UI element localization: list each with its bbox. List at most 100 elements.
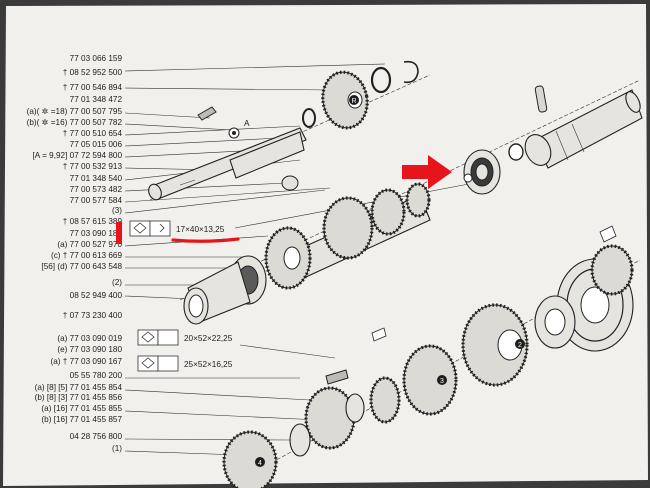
- callout-label: [56] (d) 77 00 643 548: [41, 262, 122, 271]
- input-shaft: [148, 127, 307, 201]
- callout-label: (a) 77 00 527 970: [57, 240, 122, 249]
- callout-prefix: (a) [8] [5]: [35, 383, 70, 392]
- callout-prefix: (b) [16]: [41, 415, 69, 424]
- bearing-box-1: 17×40×13,25: [129, 220, 225, 237]
- red-side-marker: [116, 222, 122, 244]
- callout-part-number: 08 52 949 400: [70, 291, 123, 300]
- callout-part-number: 77 03 090 019: [70, 334, 123, 343]
- callout-part-number: 77 00 510 654: [70, 129, 123, 138]
- callout-part-number: 77 00 546 894: [70, 83, 123, 92]
- callout-label: 77 05 015 006: [70, 140, 123, 149]
- callout-label: (a)( ✲ =18) 77 00 507 795: [27, 107, 123, 116]
- gear-mark-r: R: [351, 98, 356, 105]
- callout-label: † 77 00 532 913: [63, 162, 123, 171]
- layshaft-cluster: [264, 182, 431, 290]
- mainshaft-gears: 2 3 4: [222, 303, 529, 488]
- callout-part-number: 77 03 090 180: [70, 345, 123, 354]
- callout-label: (2): [112, 278, 122, 287]
- callout-part-number: 05 55 780 200: [70, 371, 123, 380]
- callout-label: (a) [8] [5] 77 01 455 854: [35, 383, 123, 392]
- callout-label: † 07 73 230 400: [63, 311, 123, 320]
- callout-part-number: 77 01 455 854: [70, 383, 123, 392]
- red-arrow-icon: [402, 155, 452, 189]
- callout-label: 77 03 066 159: [70, 54, 123, 63]
- gear-mark-4: 4: [258, 460, 262, 467]
- callout-label: (b) [16] 77 01 455 857: [41, 415, 122, 424]
- bearing-size-1: 17×40×13,25: [176, 225, 225, 234]
- callout-prefix: (a): [57, 240, 69, 249]
- callout-part-number: 77 00 643 548: [70, 262, 123, 271]
- callout-label: † 77 00 510 654: [63, 129, 123, 138]
- leader-lines: [124, 63, 491, 456]
- callout-label: (a) 77 03 090 019: [57, 334, 122, 343]
- callout-part-number: 77 00 573 482: [70, 185, 123, 194]
- callout-part-number: 77 01 348 540: [70, 174, 123, 183]
- callout-part-number: 77 00 613 669: [70, 251, 123, 260]
- callout-prefix: (a) [16]: [41, 404, 69, 413]
- bearing-size-3: 25×52×16,25: [184, 360, 233, 369]
- callout-part-number: 08 52 952 500: [70, 68, 123, 77]
- callout-label: (a) [16] 77 01 455 855: [41, 404, 122, 413]
- callout-part-number: (3): [112, 206, 122, 215]
- callout-prefix: †: [63, 129, 70, 138]
- callout-label: 77 01 348 472: [70, 95, 123, 104]
- callout-label: [A = 9,92] 07 72 594 800: [33, 151, 123, 160]
- callout-label: (e) 77 03 090 180: [57, 345, 122, 354]
- layshaft-rear-bearings: [183, 255, 267, 325]
- callout-part-number: 07 73 230 400: [70, 311, 123, 320]
- reverse-gear: R: [321, 70, 369, 130]
- bearing-box-3: 25×52×16,25: [137, 355, 233, 372]
- callout-prefix: (a) †: [51, 357, 70, 366]
- output-shaft: [508, 85, 643, 169]
- callout-prefix: (b) [8] [3]: [35, 393, 70, 402]
- callout-part-number: 08 57 615 389: [70, 217, 123, 226]
- callout-prefix: [56] (d): [41, 262, 69, 271]
- callout-part-number: (1): [112, 444, 122, 453]
- callout-prefix: [A = 9,92]: [33, 151, 70, 160]
- callout-label: 77 00 577 584: [70, 196, 123, 205]
- callout-part-number: 77 03 090 167: [70, 357, 123, 366]
- callout-part-number: 07 72 594 800: [70, 151, 123, 160]
- callout-label: (b) [8] [3] 77 01 455 856: [35, 393, 123, 402]
- callout-prefix: (a): [57, 334, 69, 343]
- callout-part-number: 77 01 455 856: [70, 393, 123, 402]
- callout-label: † 08 57 615 389: [63, 217, 123, 226]
- callout-label: (3): [112, 206, 122, 215]
- callout-prefix: (c) †: [51, 251, 70, 260]
- callout-part-number: (2): [112, 278, 122, 287]
- callout-part-number: 77 01 455 857: [70, 415, 123, 424]
- callout-part-number: 77 01 348 472: [70, 95, 123, 104]
- callout-prefix: (e): [57, 345, 69, 354]
- callout-part-number: 77 03 066 159: [70, 54, 123, 63]
- callout-prefix: †: [63, 68, 70, 77]
- callout-prefix: †: [63, 311, 70, 320]
- callout-part-number: 77 00 507 795: [70, 107, 123, 116]
- callout-label: † 77 00 546 894: [63, 83, 123, 92]
- callout-part-number: 77 03 090 182: [70, 229, 123, 238]
- callout-label: 77 00 573 482: [70, 185, 123, 194]
- callout-label: (c) † 77 00 613 669: [51, 251, 122, 260]
- callout-part-number: 77 05 015 006: [70, 140, 123, 149]
- dimension-label: A: [244, 119, 250, 128]
- bearing-size-2: 20×52×22,25: [184, 334, 233, 343]
- callout-part-number: 77 00 507 782: [70, 118, 123, 127]
- callout-part-number: 77 00 577 584: [70, 196, 123, 205]
- callout-label: 77 01 348 540: [70, 174, 123, 183]
- callout-part-number: 77 00 532 913: [70, 162, 123, 171]
- gear-mark-2: 2: [518, 342, 522, 349]
- callout-part-number: 77 01 455 855: [70, 404, 123, 413]
- callout-part-number: 77 00 527 970: [70, 240, 123, 249]
- callout-label: 05 55 780 200: [70, 371, 123, 380]
- callout-prefix: (b)( ✲ =16): [27, 118, 70, 127]
- gear-mark-3: 3: [440, 378, 444, 385]
- callout-label: 77 03 090 182: [70, 229, 123, 238]
- circlips: [302, 60, 419, 128]
- synchro-assembly: [325, 225, 634, 385]
- callout-label: (1): [112, 444, 122, 453]
- callout-prefix: (a)( ✲ =18): [27, 107, 70, 116]
- highlighted-bearing: [463, 149, 501, 195]
- small-parts: A: [197, 106, 299, 191]
- callout-label: 04 28 756 800: [70, 432, 123, 441]
- bearing-box-2: 20×52×22,25: [137, 329, 233, 346]
